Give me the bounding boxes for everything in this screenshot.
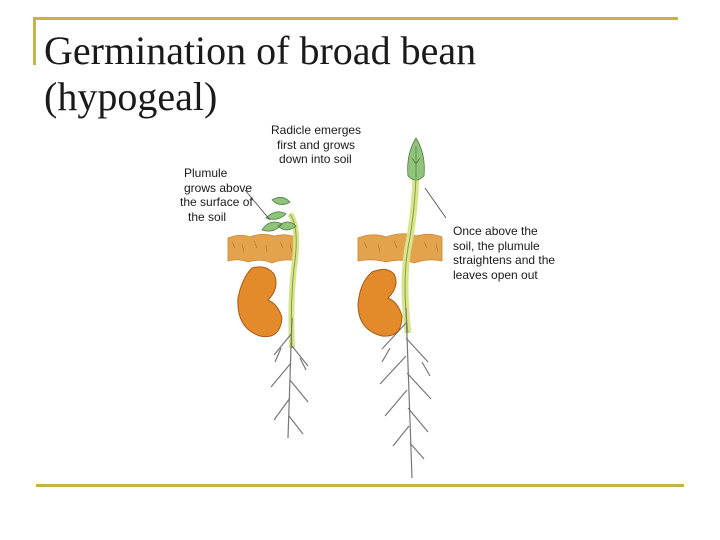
slide-frame-top	[33, 17, 678, 20]
leaves-label-line: straightens and the	[453, 253, 556, 267]
slide-title: Germination of broad bean (hypogeal)	[44, 28, 564, 120]
germination-illustration	[227, 137, 447, 479]
seedling-right	[357, 137, 432, 479]
plumule-label-line: the surface of	[180, 195, 253, 209]
slide-frame-left	[33, 17, 36, 65]
plumule-label-line: grows above	[184, 180, 253, 195]
plumule-label: Plumule grows above the surface of the s…	[180, 166, 253, 224]
radicle-label: Radicle emerges first and grows down int…	[271, 123, 361, 167]
label-pointers	[244, 187, 447, 221]
leaves-open-label: Once above the soil, the plumule straigh…	[453, 224, 555, 282]
slide-frame-bottom	[36, 484, 684, 487]
title-line-1: Germination of broad bean	[44, 28, 477, 73]
seedling-left	[237, 197, 309, 439]
leaves-label-line: Once above the	[453, 224, 538, 238]
soil-band-left	[227, 233, 297, 264]
plumule-label-line: Plumule	[184, 166, 228, 180]
radicle-label-line: first and grows	[277, 137, 356, 152]
germination-diagram: Radicle emerges first and grows down int…	[150, 118, 570, 484]
leaves-pointer	[424, 187, 447, 219]
leaves-label-line: soil, the plumule	[453, 238, 540, 253]
soil-band-right	[357, 233, 443, 264]
radicle-label-line: down into soil	[279, 152, 352, 166]
plumule-label-line: the soil	[188, 209, 227, 224]
leaves-label-line: leaves open out	[453, 267, 538, 282]
plumule-pointer	[244, 189, 271, 221]
radicle-label-line: Radicle emerges	[271, 123, 362, 137]
title-line-2: (hypogeal)	[44, 74, 218, 119]
